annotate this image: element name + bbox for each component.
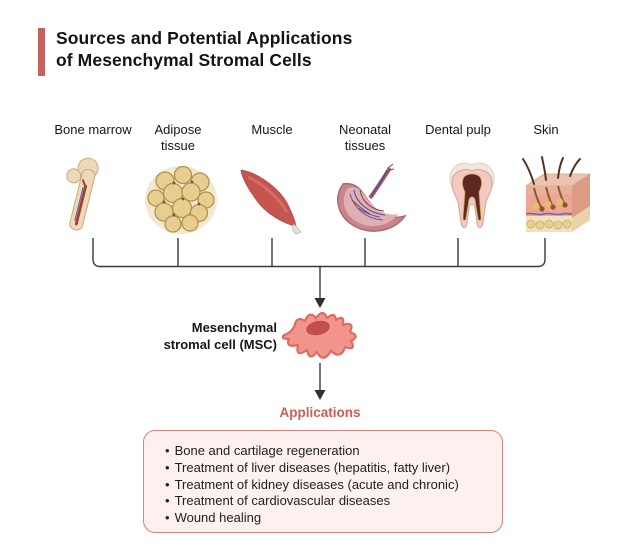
bullet-marker: • (165, 459, 170, 475)
source-label-dental-pulp: Dental pulp (425, 122, 491, 137)
applications-box: •Bone and cartilage regeneration •Treatm… (143, 430, 503, 533)
msc-label: Mesenchymal stromal cell (MSC) (163, 320, 277, 352)
bullet-marker: • (165, 510, 170, 526)
application-item: •Treatment of cardiovascular diseases (165, 493, 492, 510)
source-label-neonatal: Neonatal tissues (338, 122, 392, 153)
title-block: Sources and Potential Applications of Me… (38, 28, 352, 76)
adipose-tissue-icon (145, 165, 217, 234)
neonatal-tissues-icon (337, 163, 407, 232)
applications-heading: Applications (279, 405, 361, 420)
skin-icon (522, 156, 592, 232)
source-label-skin: Skin (533, 122, 559, 137)
source-label-adipose-tissue: Adipose tissue (154, 122, 202, 153)
bullet-marker: • (165, 443, 170, 458)
application-text: Treatment of kidney diseases (acute and … (174, 476, 459, 492)
application-text: Treatment of liver diseases (hepatitis, … (174, 459, 451, 475)
bullet-marker: • (165, 493, 170, 509)
source-label-bone-marrow: Bone marrow (54, 122, 132, 137)
bullet-marker: • (165, 476, 170, 492)
application-item: • Bone and cartilage regeneration (165, 443, 492, 460)
application-item: •Wound healing (165, 510, 492, 527)
source-label-muscle: Muscle (251, 122, 293, 137)
application-text: Bone and cartilage regeneration (174, 443, 360, 458)
page-title: Sources and Potential Applications of Me… (56, 28, 353, 70)
application-text: Wound healing (174, 510, 262, 526)
application-item: •Treatment of liver diseases (hepatitis,… (165, 460, 492, 477)
msc-cell-icon (281, 311, 357, 359)
application-item: •Treatment of kidney diseases (acute and… (165, 477, 492, 494)
muscle-icon (240, 169, 302, 235)
bone-marrow-icon (66, 157, 99, 231)
title-accent-bar (38, 28, 45, 76)
dental-pulp-icon (449, 162, 495, 229)
application-text: Treatment of cardiovascular diseases (174, 493, 391, 509)
